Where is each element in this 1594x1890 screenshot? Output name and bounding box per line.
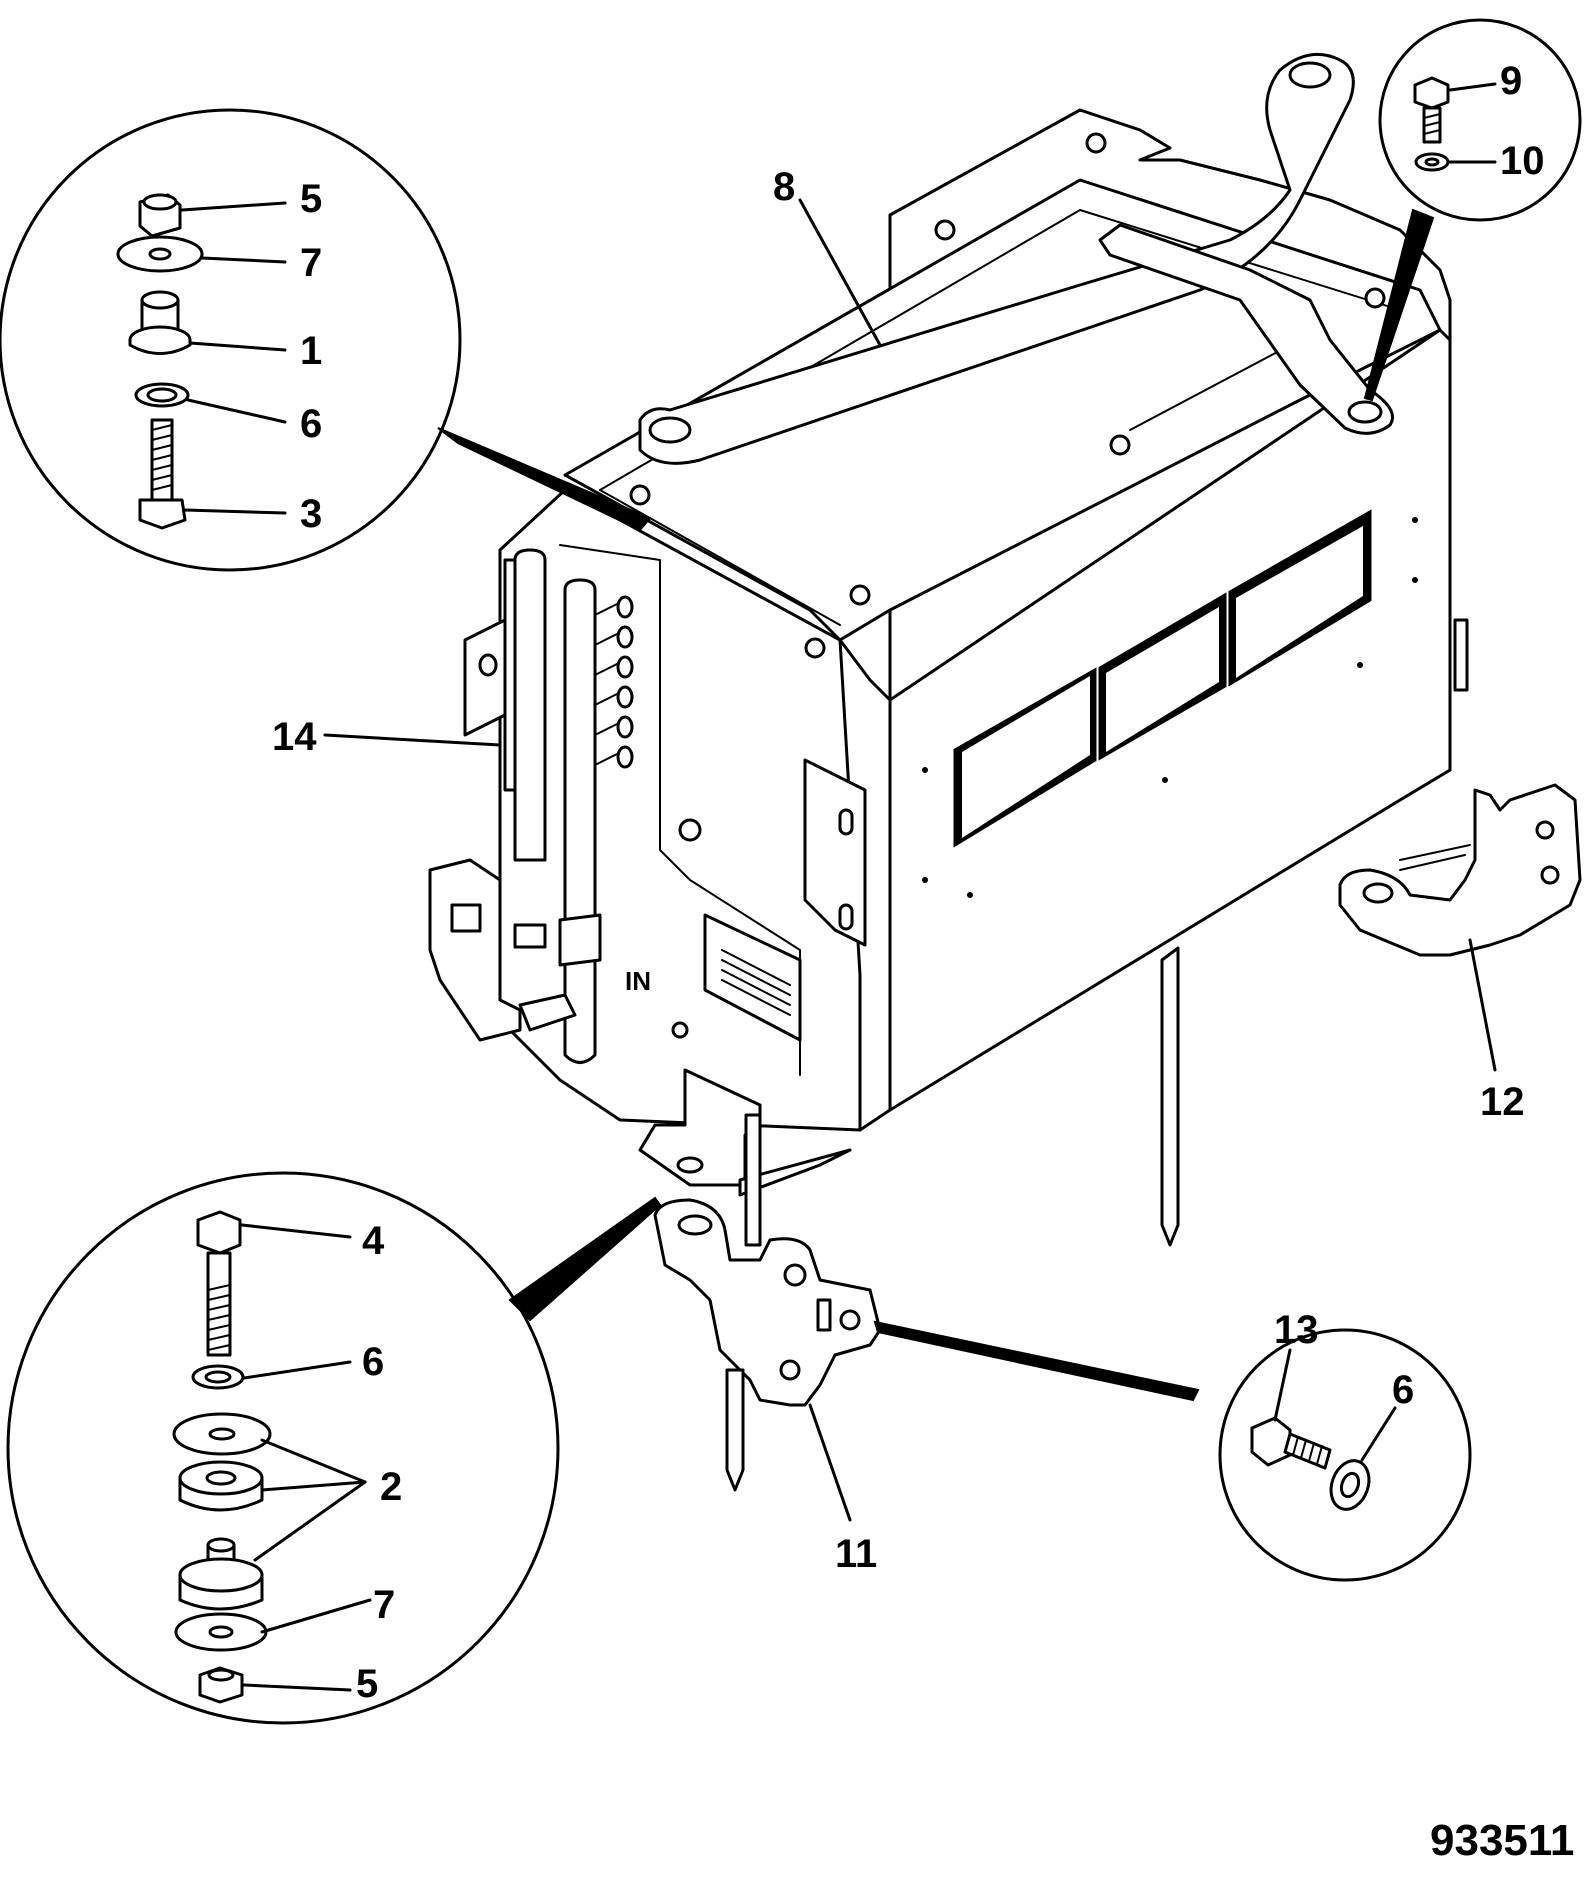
callout-5-bottom: 5 (356, 1662, 378, 1706)
callout-5-top: 5 (300, 177, 322, 221)
callout-2: 2 (380, 1465, 402, 1509)
valve-assembly-part-14 (428, 548, 702, 1064)
callout-4: 4 (362, 1219, 385, 1263)
callout-11: 11 (835, 1532, 877, 1576)
mounting-bracket-part-11 (653, 1113, 882, 1492)
callout-6-right: 6 (1392, 1368, 1414, 1412)
bottom-bracket (638, 1068, 852, 1197)
callout-1: 1 (300, 329, 322, 373)
callout-10: 10 (1500, 139, 1545, 183)
callout-7-bottom: 7 (373, 1583, 395, 1627)
callout-7-top: 7 (300, 241, 322, 285)
in-marking-text: IN (625, 966, 651, 996)
callout-9: 9 (1500, 59, 1522, 103)
callout-12: 12 (1480, 1080, 1525, 1124)
cross-bar (1098, 223, 1394, 435)
callout-13: 13 (1274, 1308, 1319, 1352)
callout-6-top: 6 (300, 402, 322, 446)
leader-11 (808, 1403, 852, 1522)
callout-8: 8 (773, 165, 795, 209)
leader-14 (323, 733, 502, 747)
callout-6-bottom: 6 (362, 1340, 384, 1384)
detail-circle-top-right (1363, 18, 1582, 402)
figure-number: 933511 (1430, 1816, 1574, 1865)
main-housing: IN (498, 108, 1469, 1247)
mounting-bracket-part-12 (1338, 783, 1582, 957)
leader-12 (1468, 938, 1497, 1072)
callout-14: 14 (272, 715, 317, 759)
detail-circle-top-left (0, 108, 652, 572)
detail-circle-bottom-left (6, 1171, 662, 1725)
leader-8 (798, 198, 882, 347)
callout-3: 3 (300, 492, 322, 536)
detail-circle-bottom-right (873, 1320, 1472, 1582)
